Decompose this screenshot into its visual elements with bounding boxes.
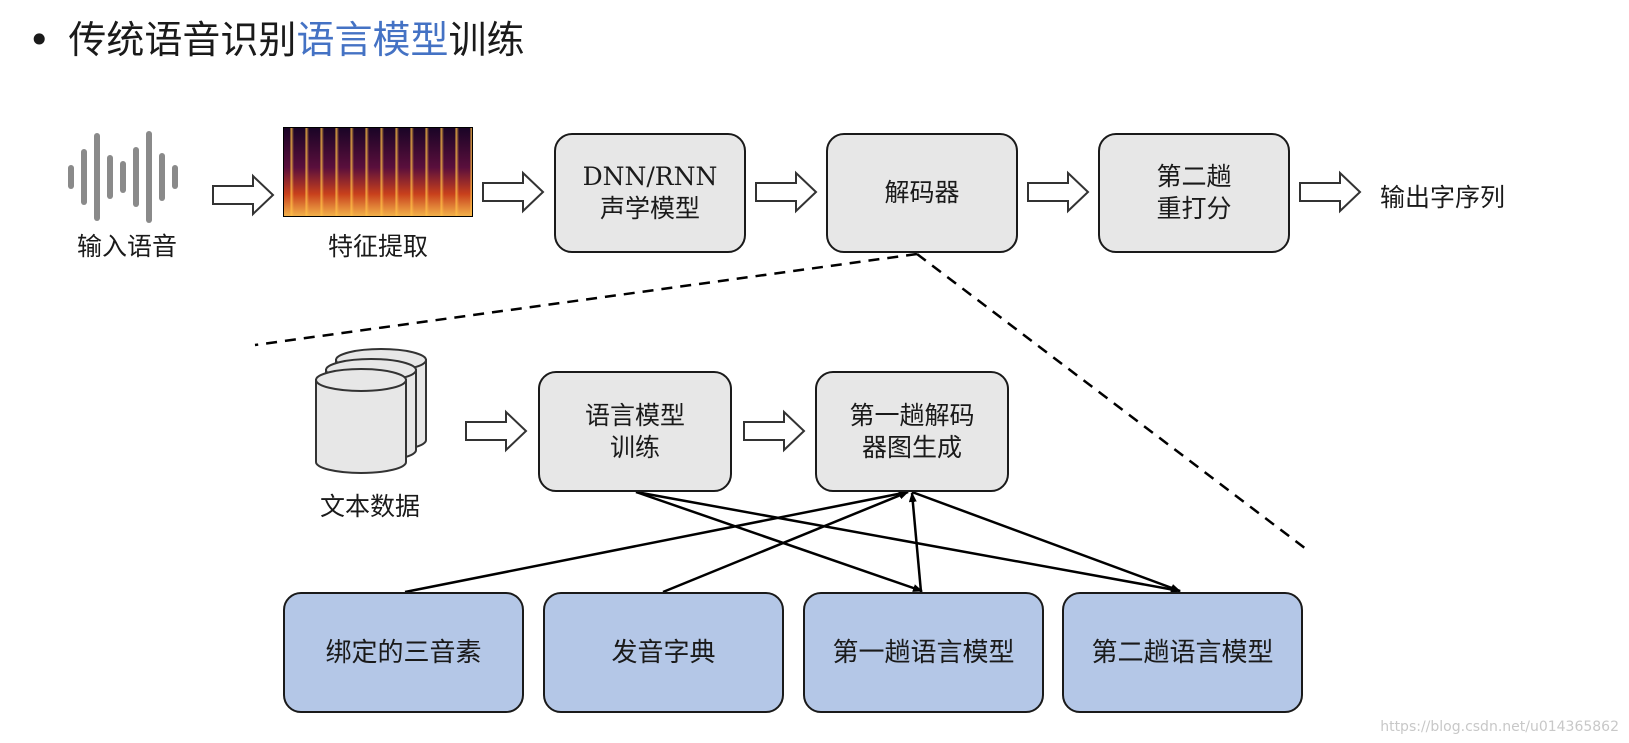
graph-generation-line2: 器图生成 xyxy=(861,432,962,462)
acoustic-model-line1: DNN/RNN xyxy=(582,162,718,191)
lexicon-box: 发音字典 xyxy=(543,592,784,713)
second-pass-lm-box: 第二趟语言模型 xyxy=(1062,592,1303,713)
arrow-right-icon xyxy=(1299,172,1361,212)
connector-triphone-to-graph xyxy=(404,489,909,594)
zoom-dashed-line-right xyxy=(916,253,1311,553)
decoder-box: 解码器 xyxy=(826,133,1018,253)
title-prefix: 传统语音识别 xyxy=(68,18,297,62)
arrow-right-icon xyxy=(465,411,527,451)
second-pass-lm-label: 第二趟语言模型 xyxy=(1091,637,1274,668)
text-data-label: 文本数据 xyxy=(319,492,420,521)
input-speech-label: 输入语音 xyxy=(76,232,177,261)
output-label: 输出字序列 xyxy=(1380,183,1506,212)
connector-training-to-secondlm xyxy=(635,490,1181,594)
spectrogram-image xyxy=(283,127,473,217)
connector-graph-to-secondlm xyxy=(911,490,1181,593)
graph-generation-line1: 第一趟解码 xyxy=(849,400,975,430)
database-icon xyxy=(315,348,427,474)
lm-training-box: 语言模型 训练 xyxy=(538,371,732,492)
arrow-right-icon xyxy=(482,172,544,212)
triphone-label: 绑定的三音素 xyxy=(325,637,482,668)
lexicon-label: 发音字典 xyxy=(611,637,716,668)
lm-training-line2: 训练 xyxy=(609,432,660,462)
title-highlight: 语言模型 xyxy=(296,18,449,62)
acoustic-model-box: DNN/RNN 声学模型 xyxy=(554,133,746,253)
decoder-label: 解码器 xyxy=(884,178,960,207)
slide-title: • 传统语音识别语言模型训练 xyxy=(28,14,524,66)
graph-generation-box: 第一趟解码 器图生成 xyxy=(815,371,1009,492)
arrow-right-icon xyxy=(743,411,805,451)
title-bullet: • xyxy=(28,18,51,62)
feature-extraction-label: 特征提取 xyxy=(327,232,428,261)
acoustic-model-line2: 声学模型 xyxy=(599,194,700,223)
zoom-dashed-line-left xyxy=(254,252,918,347)
arrow-right-icon xyxy=(212,175,274,215)
rescoring-line2: 重打分 xyxy=(1156,194,1232,223)
first-pass-lm-box: 第一趟语言模型 xyxy=(803,592,1044,713)
connector-lexicon-to-graph xyxy=(662,490,909,594)
lm-training-line1: 语言模型 xyxy=(584,400,685,430)
connector-training-to-firstlm xyxy=(635,490,923,593)
arrow-right-icon xyxy=(1027,172,1089,212)
watermark: https://blog.csdn.net/u014365862 xyxy=(1380,719,1619,735)
rescoring-line1: 第二趟 xyxy=(1156,162,1232,191)
title-suffix: 训练 xyxy=(448,18,525,62)
first-pass-lm-label: 第一趟语言模型 xyxy=(832,637,1015,668)
arrow-right-icon xyxy=(755,172,817,212)
rescoring-box: 第二趟 重打分 xyxy=(1098,133,1290,253)
waveform-icon xyxy=(68,131,178,223)
triphone-box: 绑定的三音素 xyxy=(283,592,524,713)
